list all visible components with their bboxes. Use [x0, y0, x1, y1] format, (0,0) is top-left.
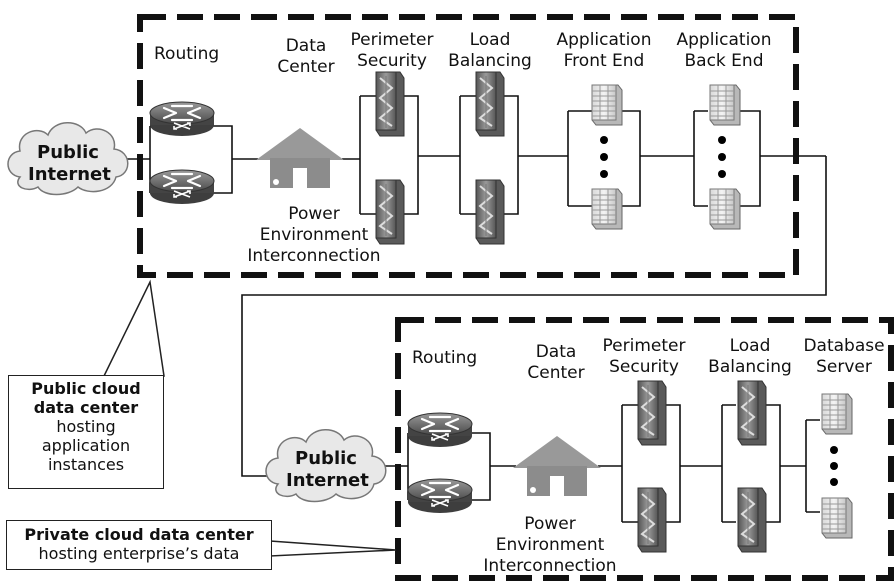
firewall-icon — [637, 487, 667, 553]
router-icon — [406, 477, 474, 515]
router-icon — [148, 100, 216, 138]
house-icon — [256, 128, 344, 188]
routing-label: Routing — [154, 44, 220, 64]
server-rack-icon — [591, 188, 623, 230]
callout-body: hosting — [56, 417, 116, 436]
firewall-icon — [737, 487, 767, 553]
server-rack-icon — [821, 497, 853, 539]
server-rack-icon — [591, 84, 623, 126]
private-cloud-callout: Private cloud data center hosting enterp… — [6, 520, 272, 570]
routing-label: Routing — [412, 348, 478, 368]
house-icon — [513, 436, 601, 496]
ellipsis-dots — [830, 446, 838, 486]
callout-title: Public cloud — [31, 379, 141, 398]
callout-body: instances — [47, 455, 125, 474]
firewall-icon — [375, 71, 405, 137]
public-cloud-boundary — [137, 14, 799, 278]
firewall-icon — [475, 179, 505, 245]
server-rack-icon — [709, 84, 741, 126]
callout-body: application — [41, 436, 131, 455]
top-wires — [118, 95, 827, 477]
firewall-icon — [637, 380, 667, 446]
server-rack-icon — [821, 393, 853, 435]
router-icon — [148, 168, 216, 206]
callout-body: hosting enterprise’s data — [38, 544, 240, 563]
public-cloud-callout: Public cloud data center hosting applica… — [8, 375, 164, 489]
firewall-icon — [475, 71, 505, 137]
callout-title: Private cloud data center — [24, 525, 254, 544]
ellipsis-dots — [600, 136, 726, 178]
firewall-icon — [737, 380, 767, 446]
private-cloud-boundary — [395, 317, 894, 581]
server-rack-icon — [709, 188, 741, 230]
private-cloud-section — [265, 317, 894, 581]
callout-title: data center — [33, 398, 139, 417]
router-icon — [406, 411, 474, 449]
bottom-wires — [376, 404, 820, 523]
public-cloud-section — [7, 14, 827, 477]
